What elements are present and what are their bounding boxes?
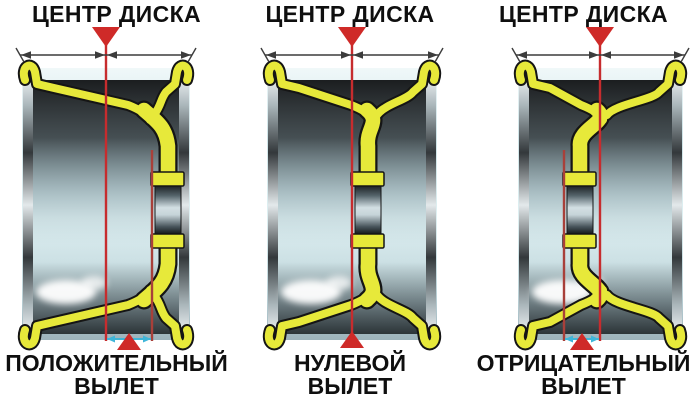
center-marker-triangle-icon bbox=[92, 27, 120, 47]
offset-dimension bbox=[107, 333, 151, 350]
panel-zero-offset: ЦЕНТР ДИСКА НУЛЕВОЙ ВЫЛЕТ bbox=[233, 0, 467, 400]
hub bbox=[150, 171, 185, 249]
rim-profile bbox=[262, 59, 442, 351]
wheel-cross-section-zero-offset bbox=[260, 27, 444, 351]
panel-title: ЦЕНТР ДИСКА bbox=[31, 1, 202, 27]
width-dimension bbox=[511, 47, 690, 63]
offset-label-line1: НУЛЕВОЙ bbox=[294, 350, 406, 376]
offset-label-line2: ВЫЛЕТ bbox=[307, 373, 393, 399]
panel-title: ЦЕНТР ДИСКА bbox=[498, 1, 669, 27]
offset-marker-triangle-icon bbox=[340, 331, 364, 348]
offset-marker-triangle-icon bbox=[570, 333, 594, 350]
width-dimension bbox=[15, 47, 197, 63]
width-dimension bbox=[260, 47, 444, 63]
offset-label-line1: ОТРИЦАТЕЛЬНЫЙ bbox=[476, 350, 691, 376]
hub bbox=[350, 171, 385, 249]
panel-negative-offset: ЦЕНТР ДИСКА ОТРИЦАТЕЛЬНЫЙ ВЫЛЕТ bbox=[467, 0, 700, 400]
offset-label: ОТРИЦАТЕЛЬНЫЙ ВЫЛЕТ bbox=[467, 352, 700, 398]
offset-label-line2: ВЫЛЕТ bbox=[74, 373, 159, 399]
center-marker-triangle-icon bbox=[338, 27, 366, 47]
offset-label: ПОЛОЖИТЕЛЬНЫЙ ВЫЛЕТ bbox=[0, 352, 233, 398]
offset-dimension bbox=[565, 333, 599, 350]
panel-positive-offset: ЦЕНТР ДИСКА ПОЛОЖИТЕЛЬНЫЙ ВЫЛЕТ bbox=[0, 0, 233, 400]
offset-label-line1: ПОЛОЖИТЕЛЬНЫЙ bbox=[5, 350, 228, 376]
wheel-cross-section-positive-offset bbox=[15, 27, 197, 351]
offset-dimension bbox=[340, 331, 364, 348]
rim-profile bbox=[17, 59, 195, 351]
panel-title: ЦЕНТР ДИСКА bbox=[265, 1, 435, 27]
wheel-cross-section-negative-offset bbox=[511, 27, 690, 351]
offset-label-line2: ВЫЛЕТ bbox=[541, 373, 626, 399]
center-marker-triangle-icon bbox=[586, 27, 614, 47]
offset-label: НУЛЕВОЙ ВЫЛЕТ bbox=[233, 352, 467, 398]
offset-marker-triangle-icon bbox=[117, 333, 141, 350]
hub bbox=[562, 171, 597, 249]
